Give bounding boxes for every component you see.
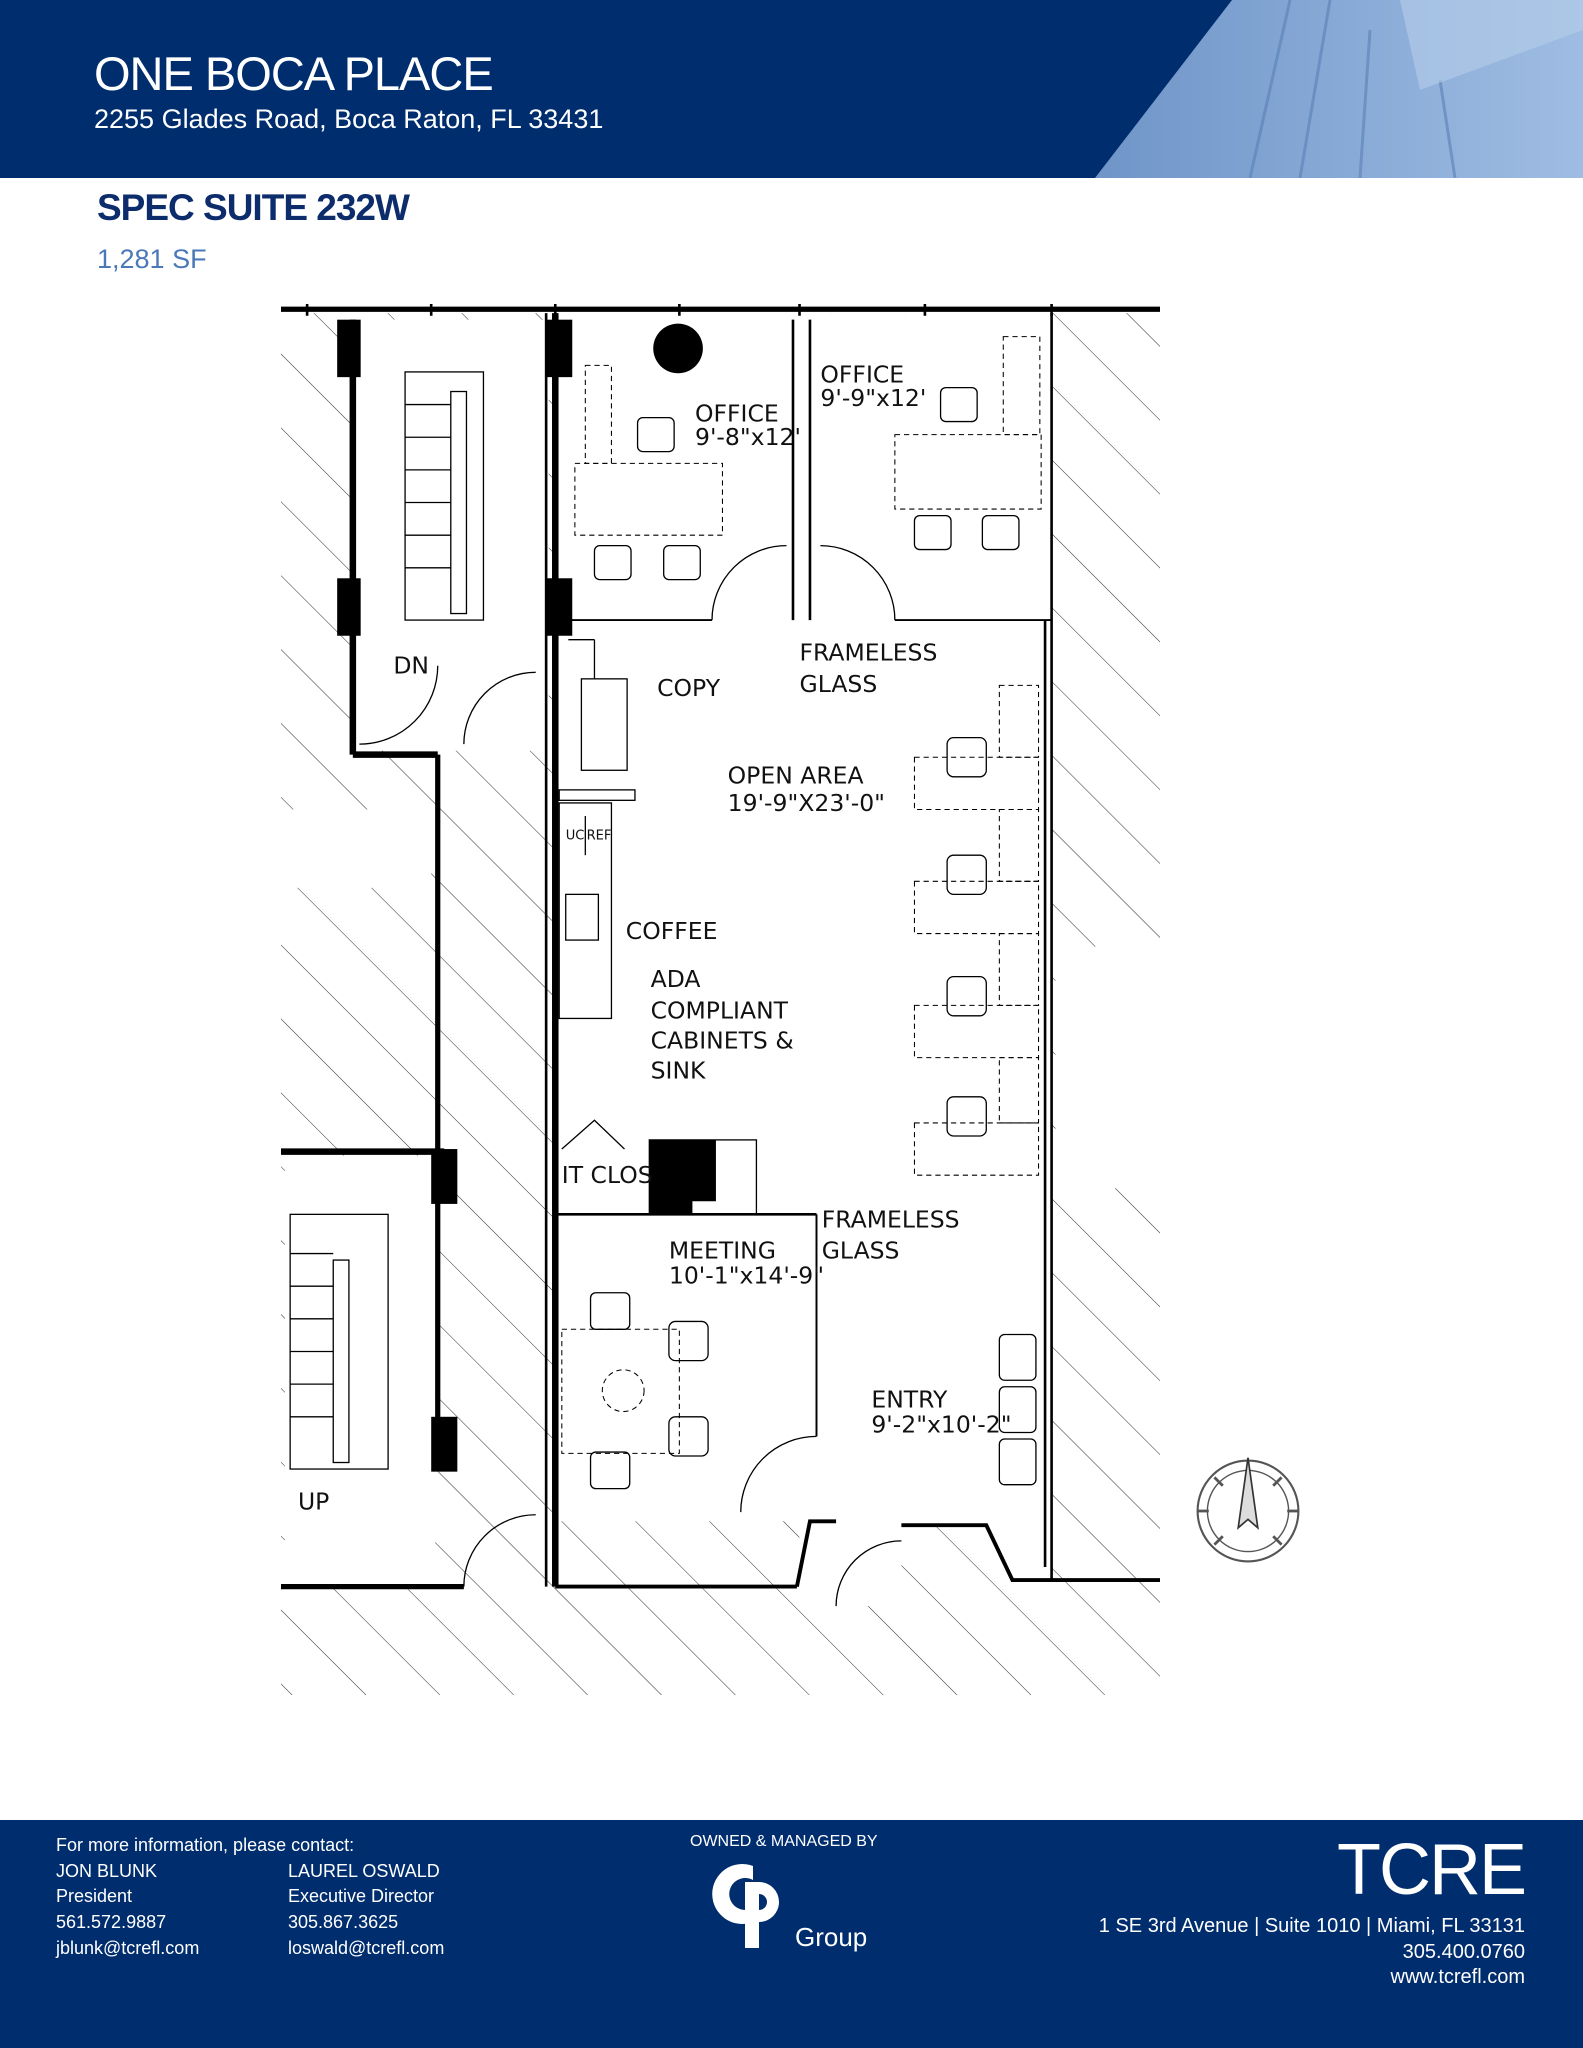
building-photo (1095, 0, 1583, 178)
contact-2-title: Executive Director (288, 1886, 435, 1906)
office-2-name: OFFICE (820, 360, 904, 388)
property-address: 2255 Glades Road, Boca Raton, FL 33431 (94, 104, 604, 134)
property-title: ONE BOCA PLACE (94, 47, 494, 100)
header-banner: ONE BOCA PLACE 2255 Glades Road, Boca Ra… (0, 0, 1583, 178)
broker-website[interactable]: www.tcrefl.com (1390, 1966, 1525, 1988)
meeting-size: 10'-1"x14'-9" (669, 1262, 824, 1290)
stair-down-label: DN (393, 652, 429, 680)
office-1-size: 9'-8"x12' (695, 423, 801, 451)
cp-group-logo-word: Group (795, 1922, 868, 1952)
tcre-logo: TCRE (1337, 1830, 1527, 1910)
stair-up-label: UP (298, 1488, 329, 1516)
copy-label: COPY (657, 674, 721, 702)
contact-2-email[interactable]: loswald@tcrefl.com (288, 1938, 445, 1958)
broker-address: 1 SE 3rd Avenue | Suite 1010 | Miami, FL… (1098, 1915, 1525, 1937)
entry-name: ENTRY (871, 1386, 948, 1414)
ada-label-1: ADA (651, 965, 701, 993)
contact-1-title: President (56, 1886, 133, 1906)
office-2-size: 9'-9"x12' (820, 384, 926, 412)
ada-label-4: SINK (651, 1057, 706, 1085)
contact-2-phone[interactable]: 305.867.3625 (288, 1912, 399, 1932)
it-closet-label: IT CLOS (562, 1161, 653, 1189)
cp-group-logo (712, 1864, 779, 1948)
open-area-size: 19'-9"X23'-0" (728, 789, 885, 817)
glass-label-1b: GLASS (800, 670, 878, 698)
ada-label-3: CABINETS & (651, 1026, 794, 1054)
ada-label-2: COMPLIANT (651, 996, 789, 1024)
meeting-name: MEETING (669, 1237, 776, 1265)
suite-name: SPEC SUITE 232W (97, 187, 410, 228)
suite-area: 1,281 SF (97, 244, 207, 274)
contact-1-name: JON BLUNK (56, 1861, 158, 1881)
north-arrow-icon (1196, 1457, 1300, 1563)
floor-plan: DN UP OFFICE 9'-8"x12' OFFICE 9'-9"x12' … (281, 304, 1160, 1695)
glass-label-2b: GLASS (822, 1237, 900, 1265)
contact-intro: For more information, please contact: (56, 1835, 355, 1855)
glass-label-2a: FRAMELESS (822, 1205, 960, 1233)
ref-label: REF (587, 829, 612, 844)
glass-label-1a: FRAMELESS (800, 639, 938, 667)
contact-1-phone[interactable]: 561.572.9887 (56, 1912, 167, 1932)
footer: For more information, please contact: JO… (0, 1820, 1583, 2048)
uc-label: UC (566, 829, 585, 844)
office-1-name: OFFICE (695, 400, 779, 428)
contact-2-name: LAUREL OSWALD (288, 1861, 440, 1881)
contact-1-email[interactable]: jblunk@tcrefl.com (56, 1938, 200, 1958)
broker-phone[interactable]: 305.400.0760 (1402, 1941, 1525, 1963)
coffee-label: COFFEE (626, 917, 718, 945)
open-area-name: OPEN AREA (728, 761, 864, 789)
owned-by-label: OWNED & MANAGED BY (690, 1833, 878, 1850)
